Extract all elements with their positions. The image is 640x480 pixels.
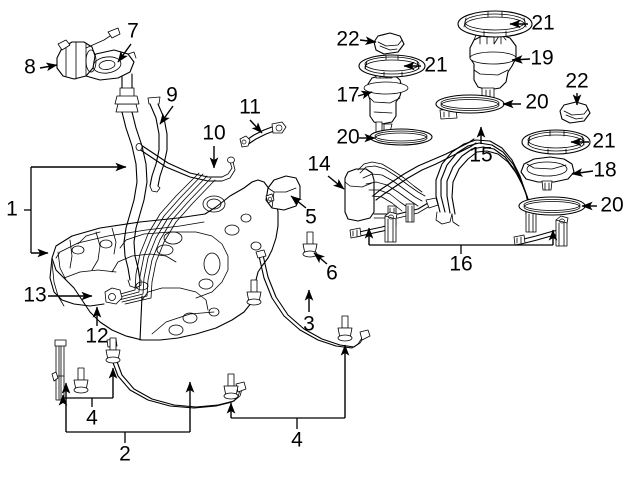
lock-ring-top xyxy=(457,10,533,38)
sender-flange-seal xyxy=(520,156,575,191)
callout-label-20c: 20 xyxy=(600,194,623,217)
bolt xyxy=(246,279,262,306)
fuel-line-bundle xyxy=(104,172,216,305)
bolt xyxy=(73,367,89,394)
callout-label-21c: 21 xyxy=(592,130,615,153)
callout-label-5: 5 xyxy=(305,206,317,229)
callout-label-21a: 21 xyxy=(531,12,554,35)
bolt xyxy=(105,337,121,364)
callout-label-14: 14 xyxy=(307,153,331,176)
callout-label-10: 10 xyxy=(202,122,225,145)
callout-label-15: 15 xyxy=(469,144,492,167)
gasket-ring-top xyxy=(435,94,505,114)
callout-label-8: 8 xyxy=(24,56,36,79)
gasket-ring-left xyxy=(369,128,433,146)
callout-label-19: 19 xyxy=(530,47,553,70)
callout-label-4b: 4 xyxy=(291,429,303,452)
callout-label-22b: 22 xyxy=(565,70,588,93)
callout-label-22a: 22 xyxy=(336,28,359,51)
lock-ring-mid xyxy=(358,54,426,78)
callout-label-20b: 20 xyxy=(336,126,359,149)
fuel-tank-strap-right xyxy=(255,249,371,349)
mounting-rod-right xyxy=(513,215,569,247)
fuel-pump-module xyxy=(363,69,409,133)
callout-label-3: 3 xyxy=(303,313,315,336)
callout-label-7: 7 xyxy=(127,20,139,43)
callout-labels: 1 2 3 4 4 5 6 7 8 9 10 11 12 13 14 15 16… xyxy=(6,12,624,466)
bolt xyxy=(337,315,353,342)
callout-label-6: 6 xyxy=(326,262,338,285)
callout-label-13: 13 xyxy=(23,284,46,307)
fuel-line-upper xyxy=(135,143,236,182)
callout-label-17: 17 xyxy=(336,84,359,107)
clamp-bracket xyxy=(239,121,287,148)
callout-leaders xyxy=(24,19,597,443)
fuel-tank-assembly xyxy=(49,179,279,341)
fuel-hose-bundle xyxy=(372,138,542,233)
callout-label-11: 11 xyxy=(239,96,261,119)
callout-label-12: 12 xyxy=(85,325,108,348)
callout-label-21b: 21 xyxy=(424,54,447,77)
callout-label-16: 16 xyxy=(449,253,472,276)
callout-label-2: 2 xyxy=(119,443,131,466)
lock-ring-right xyxy=(521,129,591,155)
callout-label-9: 9 xyxy=(166,84,178,107)
bolt-group xyxy=(73,231,353,400)
callout-label-1: 1 xyxy=(6,198,18,221)
fuel-filler-cap xyxy=(56,27,121,80)
float-clip-left xyxy=(373,32,405,55)
vent-hose xyxy=(147,96,168,193)
heat-shield-cover xyxy=(265,175,301,211)
gasket-ring-right xyxy=(518,196,586,216)
callout-label-18: 18 xyxy=(593,159,616,182)
float-clip-right xyxy=(559,101,591,124)
bolt xyxy=(223,373,239,400)
mounting-rod-left xyxy=(349,211,398,243)
callout-label-20a: 20 xyxy=(525,91,548,114)
callout-label-4a: 4 xyxy=(86,407,98,430)
drain-rod xyxy=(51,339,67,401)
